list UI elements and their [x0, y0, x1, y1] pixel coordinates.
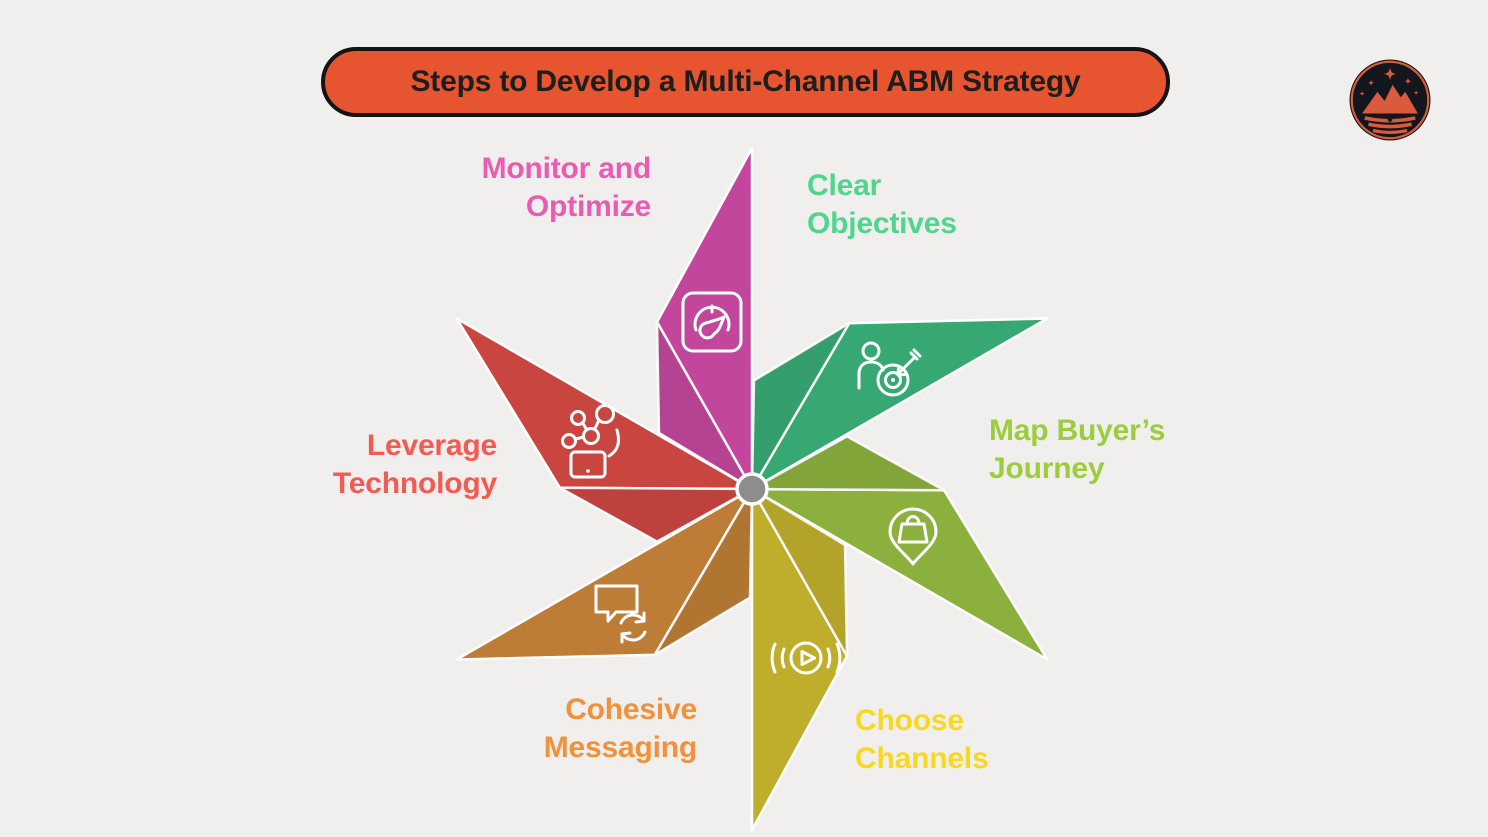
page-title: Steps to Develop a Multi-Channel ABM Str… [410, 65, 1081, 98]
step-label-map-buyers-journey: Map Buyer’s Journey [989, 414, 1166, 485]
title-pill: Steps to Develop a Multi-Channel ABM Str… [321, 47, 1170, 117]
star-icon [1404, 77, 1412, 85]
hub-circle [735, 472, 769, 506]
star-icon [1359, 91, 1365, 97]
blade-map-buyers-journey [750, 435, 1049, 661]
mountain-crown-logo [1349, 59, 1431, 141]
chat-sync-icon [594, 584, 647, 644]
step-label-choose-channels: Choose Channels [855, 704, 989, 775]
step-label-monitor-optimize: Monitor and Optimize [481, 152, 652, 223]
crown-band [1372, 129, 1408, 134]
blade-choose-channels [750, 487, 849, 832]
person-target-icon [857, 341, 922, 397]
star-icon [1413, 90, 1419, 96]
crown-band [1368, 122, 1412, 129]
broadcast-play-icon [770, 641, 842, 675]
star-icon [1367, 79, 1375, 87]
gauge-icon [681, 291, 743, 353]
blade-monitor-optimize [655, 146, 754, 491]
logo-ring [1350, 60, 1430, 140]
step-label-leverage-technology: Leverage Technology [332, 429, 497, 500]
mountains-icon [1362, 84, 1418, 114]
step-label-cohesive-messaging: Cohesive Messaging [543, 693, 697, 764]
location-shopping-bag-icon [888, 507, 938, 566]
blade-leverage-technology [455, 317, 754, 543]
star-icon [1383, 67, 1397, 81]
network-device-icon [561, 404, 620, 479]
blade-clear-objectives [750, 317, 1049, 491]
step-label-clear-objectives: Clear Objectives [807, 169, 957, 240]
blade-cohesive-messaging [455, 487, 754, 661]
crown-gem [1387, 117, 1393, 123]
